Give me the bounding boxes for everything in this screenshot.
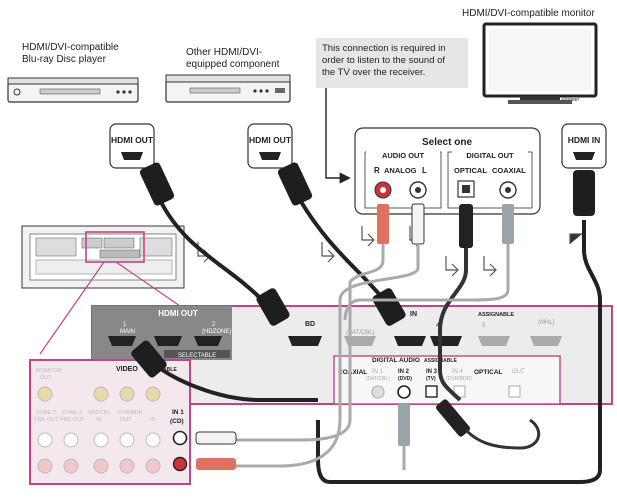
hdmi-out-tag-1: HDMI OUT (109, 123, 155, 169)
hdmi-in-bd-port (288, 336, 322, 346)
zone2-label-2: PRE OUT (34, 417, 59, 423)
note-line2: order to listen to the sound of (322, 55, 445, 66)
audio-r-label: R (374, 166, 380, 175)
hdmi-cable-other (277, 162, 406, 326)
analog-audio-cable (195, 203, 425, 470)
hdmi-out-tag-2-label: HDMI OUT (249, 135, 292, 145)
audio-l-label: L (422, 166, 427, 175)
in5-num: 5 (482, 323, 486, 329)
analog-in1-r-jack (172, 456, 188, 472)
receiver-video-audio-section: MONITOR OUT VIDEO ASSIGNABLE ZONE 2 PRE … (29, 359, 191, 485)
monitor-out-label-1: MONITOR (36, 368, 62, 374)
optical-label: OPTICAL (454, 166, 487, 175)
bd-label: BD (305, 321, 315, 328)
in1-cd-label-2: (CD) (170, 418, 184, 425)
digital-audio-label: DIGITAL AUDIO (372, 357, 420, 364)
hdmi-in-tag: HDMI IN (561, 123, 607, 169)
satcbl-label: (SAT/CBL) (346, 330, 375, 336)
out-label: OUT (512, 369, 525, 375)
main-num: 1 (123, 322, 127, 328)
assignable-hdmi: ASSIGNABLE (478, 312, 514, 318)
coaxial-cable (343, 204, 514, 470)
in2-label: IN 2 (398, 369, 410, 375)
satcbl-in-label-1: SAT/CBL (88, 410, 111, 416)
direction-arrows (197, 226, 582, 277)
mhl-label: (MHL) (538, 320, 555, 326)
zone3-label-2: PRE OUT (60, 417, 85, 423)
note-box: This connection is required in order to … (316, 38, 468, 184)
dvrbdr-in-label: IN (150, 417, 156, 423)
zone2-label-1: ZONE 2 (36, 410, 56, 416)
coaxial-label: COAXIAL (492, 166, 526, 175)
receiver-thumbnail (21, 225, 185, 355)
hdmi-out-tag-1-label: HDMI OUT (111, 135, 154, 145)
in4-sub: (DVR/BDR) (446, 376, 472, 382)
coax-in2-jack (397, 385, 411, 399)
hdzone-label: (HDZONE) (202, 329, 231, 335)
analog-in1-l-jack (172, 430, 188, 446)
optical-rear-label: OPTICAL (474, 369, 503, 376)
in3-label: IN 3 (426, 369, 438, 375)
note-line1: This connection is required in (322, 43, 446, 54)
dvrbdr-label-1: DVR/BDR (118, 410, 143, 416)
other-hdmi-component (165, 74, 291, 103)
in3-sub: (TV) (426, 376, 436, 382)
in4-num: 4 (436, 323, 440, 329)
bluray-label-line1: HDMI/DVI-compatible (22, 42, 119, 53)
monitor-out-label-2: OUT (40, 375, 52, 381)
main-label: MAIN (120, 329, 135, 335)
coaxial-rear-label: COAXIAL (338, 369, 367, 376)
satcbl-in-label-2: IN (96, 417, 102, 423)
receiver-hdmi-out-title: HDMI OUT (158, 309, 198, 318)
monitor-label: HDMI/DVI-compatible monitor (462, 8, 595, 19)
in1-sub: (SAT/CBL) (366, 376, 390, 382)
note-line3: the TV over the receiver. (322, 67, 425, 78)
video-label: VIDEO (116, 366, 138, 373)
other-component-label-line2: equipped component (186, 59, 280, 70)
in2-sub: (DVD) (398, 376, 412, 382)
dvrbdr-label-2: OUT (120, 417, 132, 423)
in1-cd-label-1: IN 1 (172, 409, 184, 416)
select-one-title: Select one (422, 137, 472, 148)
bluray-player (7, 77, 139, 103)
digital-out-label: DIGITAL OUT (466, 151, 514, 160)
zone3-label-1: ZONE 3 (62, 410, 82, 416)
audio-out-label: AUDIO OUT (382, 151, 425, 160)
hdmi-in-tag-label: HDMI IN (568, 135, 601, 145)
in1-label: IN 1 (372, 369, 384, 375)
hdzone-num: 2 (212, 322, 216, 328)
hdmi-cable-bluray (139, 162, 290, 326)
selectable-label: SELECTABLE (178, 353, 216, 359)
hdmi-out-tag-2: HDMI OUT (247, 123, 293, 169)
audio-analog-label: ANALOG (384, 166, 417, 175)
other-component-label-line1: Other HDMI/DVI- (186, 47, 262, 58)
hdmi-monitor: Pioneer (482, 22, 598, 104)
hdmi-cable-monitor (131, 170, 602, 484)
select-one-box: Select one AUDIO OUT R ANALOG L DIGITAL … (354, 127, 541, 215)
optical-cable (436, 204, 541, 450)
optical-in3-jack (425, 385, 438, 398)
in4-label: IN 4 (452, 369, 464, 375)
hdmi-in-label: IN (410, 311, 417, 318)
bluray-label-line2: Blu-ray Disc player (22, 54, 107, 65)
